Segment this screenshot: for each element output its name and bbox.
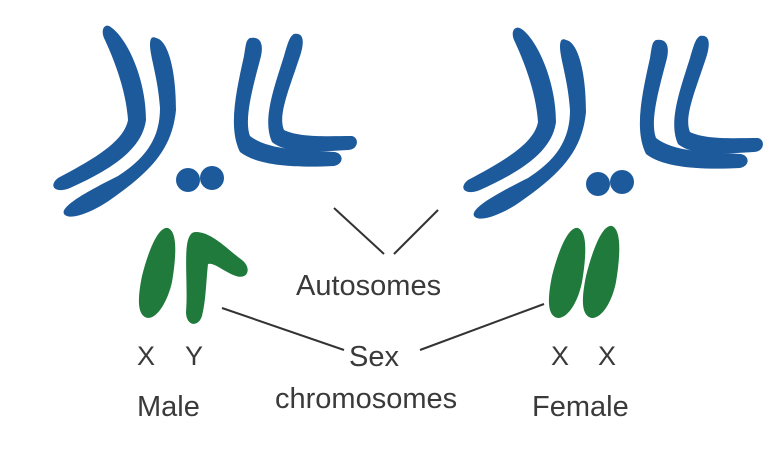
female-sex-chromosomes: [548, 225, 620, 318]
sex-chromosomes-line-left: [221, 307, 345, 351]
female-autosome-right-chromatid-1: [639, 39, 748, 169]
male-autosome-right-chromatid-2: [268, 33, 357, 152]
male-y-chromosome: [186, 232, 248, 324]
female-centromere-1: [586, 172, 610, 196]
male-y-label: Y: [185, 341, 204, 371]
male-autosomes: [53, 25, 357, 217]
female-autosome-left-chromatid-1: [463, 27, 556, 193]
male-autosome-left-chromatid-2: [63, 37, 176, 217]
sex-chromosomes-label-line1: Sex: [349, 341, 399, 373]
autosomes-line-left: [333, 207, 385, 255]
female-centromere-2: [610, 170, 634, 194]
male-x-chromosome: [138, 227, 176, 318]
female-autosome-left-chromatid-2: [473, 39, 586, 219]
male-autosome-left-chromatid-1: [53, 25, 147, 191]
male-centromere-2: [200, 166, 224, 190]
female-x1-label: X: [551, 341, 570, 371]
sex-chromosomes-line-right: [419, 303, 545, 351]
male-centromere-1: [176, 168, 200, 192]
female-autosomes: [463, 27, 763, 219]
autosomes-line-right: [393, 209, 439, 255]
female-x-chromosome-2: [582, 225, 620, 318]
male-autosome-right-chromatid-1: [233, 37, 342, 167]
female-label: Female: [532, 391, 629, 423]
male-label: Male: [137, 391, 200, 423]
autosomes-label: Autosomes: [296, 270, 442, 302]
female-autosome-right-chromatid-2: [674, 35, 763, 154]
female-x2-label: X: [598, 341, 617, 371]
female-x-chromosome-1: [548, 227, 586, 318]
male-x-label: X: [137, 341, 156, 371]
callout-lines: [221, 207, 545, 351]
sex-chromosomes-label-line2: chromosomes: [275, 383, 458, 415]
male-sex-chromosomes: [138, 227, 248, 324]
